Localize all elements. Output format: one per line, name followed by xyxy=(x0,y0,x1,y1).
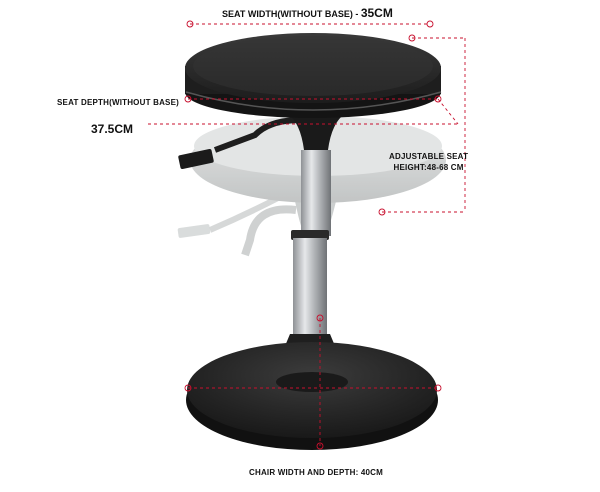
seat-width-caption: SEAT WIDTH(WITHOUT BASE) - xyxy=(222,9,361,19)
seat-depth-label: SEAT DEPTH(WITHOUT BASE) xyxy=(57,98,179,107)
seat-height-line1: ADJUSTABLE SEAT xyxy=(389,152,469,161)
dimension-lines xyxy=(148,20,466,450)
seat-height-label: ADJUSTABLE SEAT HEIGHT:48-68 CM xyxy=(389,151,468,173)
seat-width-value: 35CM xyxy=(360,6,393,20)
seat-width-marker-right xyxy=(426,20,434,28)
height-lever xyxy=(178,117,301,170)
seat-depth-marker-right xyxy=(434,95,442,103)
seat-height-line2: HEIGHT:48-68 CM xyxy=(393,163,464,172)
seat-width-marker-left xyxy=(186,20,194,28)
base-dimension-label: CHAIR WIDTH AND DEPTH: 40CM xyxy=(249,468,383,477)
seat-depth-value: 37.5CM xyxy=(91,122,134,136)
seat-cushion xyxy=(185,33,442,118)
seat-height-marker-top xyxy=(408,34,416,42)
seat-mount xyxy=(285,112,348,150)
seat-depth-marker-left xyxy=(184,95,192,103)
round-base xyxy=(186,342,438,450)
seat-width-label: SEAT WIDTH(WITHOUT BASE) - 35CM xyxy=(222,6,393,20)
seat-height-marker-bottom xyxy=(378,208,386,216)
